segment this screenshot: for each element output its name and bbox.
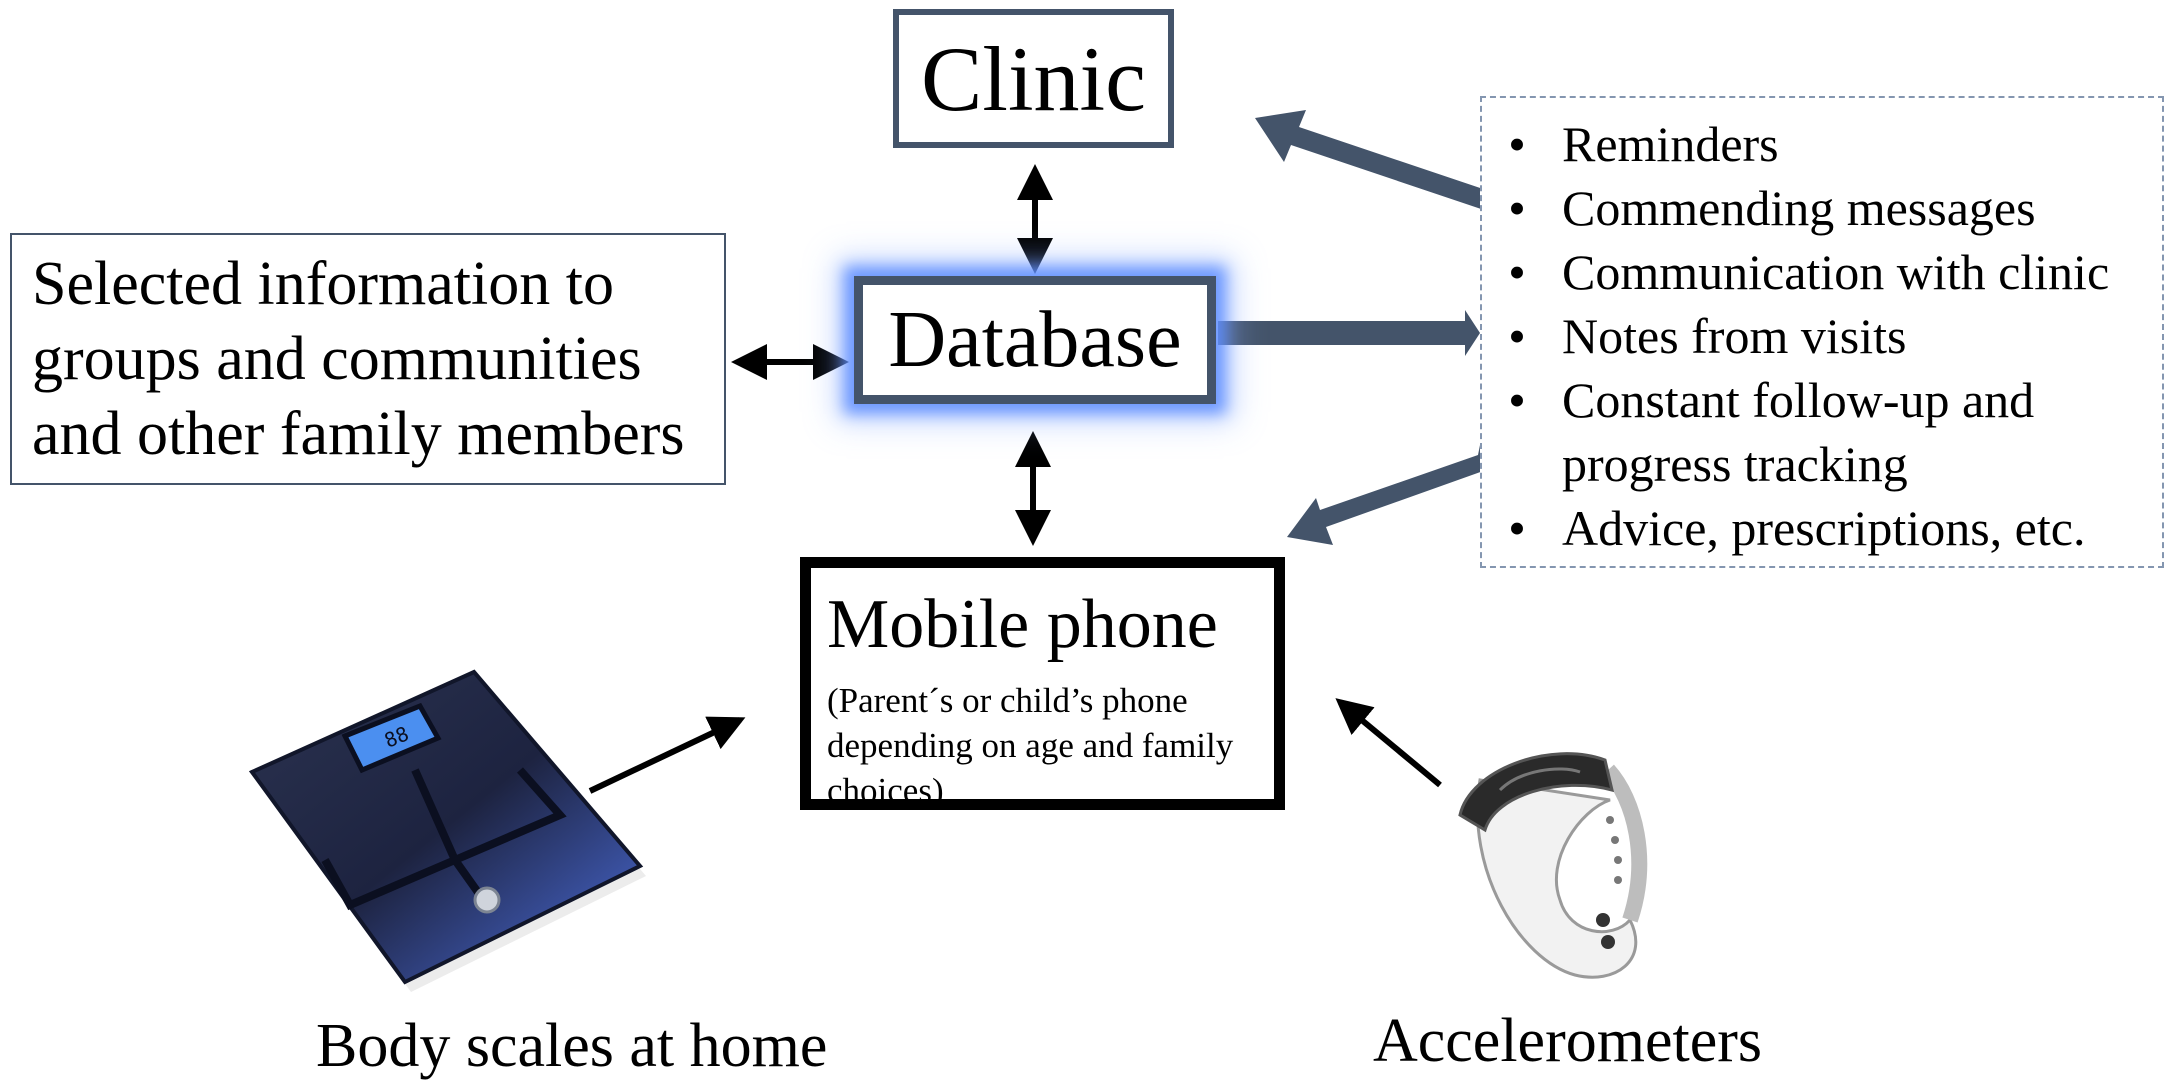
list-to-clinic-block-arrow [1255,110,1498,212]
body-scales-caption: Body scales at home [316,1012,828,1080]
bullet-icon: • [1508,244,1526,300]
mobile-phone-note: (Parent´s or child’s phone depending on … [827,678,1274,813]
list-item: • Communication with clinic [1482,240,2162,304]
bullet-icon: • [1508,372,1526,428]
info-sharing-box: Selected information to groups and commu… [10,233,726,485]
scales-to-phone-arrow [588,716,746,794]
list-item-label: Advice, prescriptions, etc. [1562,500,2086,556]
info-line: and other family members [32,400,685,468]
body-scale-image: 88 [248,669,646,992]
features-list: • Reminders • Commending messages • Communi… [1482,112,2162,560]
list-item: • Commending messages [1482,176,2162,240]
accelerometer-image [1458,752,1648,979]
note-line: (Parent´s or child’s phone [827,681,1188,720]
list-item-label: Constant follow-up and [1562,372,2035,428]
database-to-list-block-arrow [1218,310,1480,356]
bullet-icon: • [1508,500,1526,556]
list-item-label: progress tracking [1562,436,1908,492]
info-line: groups and communities [32,325,642,393]
features-list-box: • Reminders • Commending messages • Communi… [1480,96,2164,568]
clinic-box: Clinic [893,9,1174,148]
list-to-phone-block-arrow [1287,445,1486,545]
mobile-phone-title: Mobile phone [827,586,1218,663]
list-item: • Advice, prescriptions, etc. [1482,496,2162,560]
list-item-label: Communication with clinic [1562,244,2110,300]
bullet-icon: • [1508,116,1526,172]
accelerometer-to-phone-arrow [1335,698,1442,788]
database-label: Database [888,296,1182,384]
list-item-label: Notes from visits [1562,308,1907,364]
list-item: • Constant follow-up and [1482,368,2162,432]
list-item-continuation: progress tracking [1482,432,2162,496]
info-line: Selected information to [32,250,614,318]
database-box: Database [854,276,1216,404]
mobile-phone-box: Mobile phone (Parent´s or child’s phone … [800,557,1285,810]
list-item-label: Reminders [1562,116,1779,172]
list-item-label: Commending messages [1562,180,2036,236]
note-line: choices) [827,771,944,810]
note-line: depending on age and family [827,726,1234,765]
bullet-icon: • [1508,308,1526,364]
clinic-label: Clinic [921,27,1146,130]
accelerometers-caption: Accelerometers [1373,1007,1762,1075]
list-item: • Notes from visits [1482,304,2162,368]
bullet-icon: • [1508,180,1526,236]
list-item: • Reminders [1482,112,2162,176]
